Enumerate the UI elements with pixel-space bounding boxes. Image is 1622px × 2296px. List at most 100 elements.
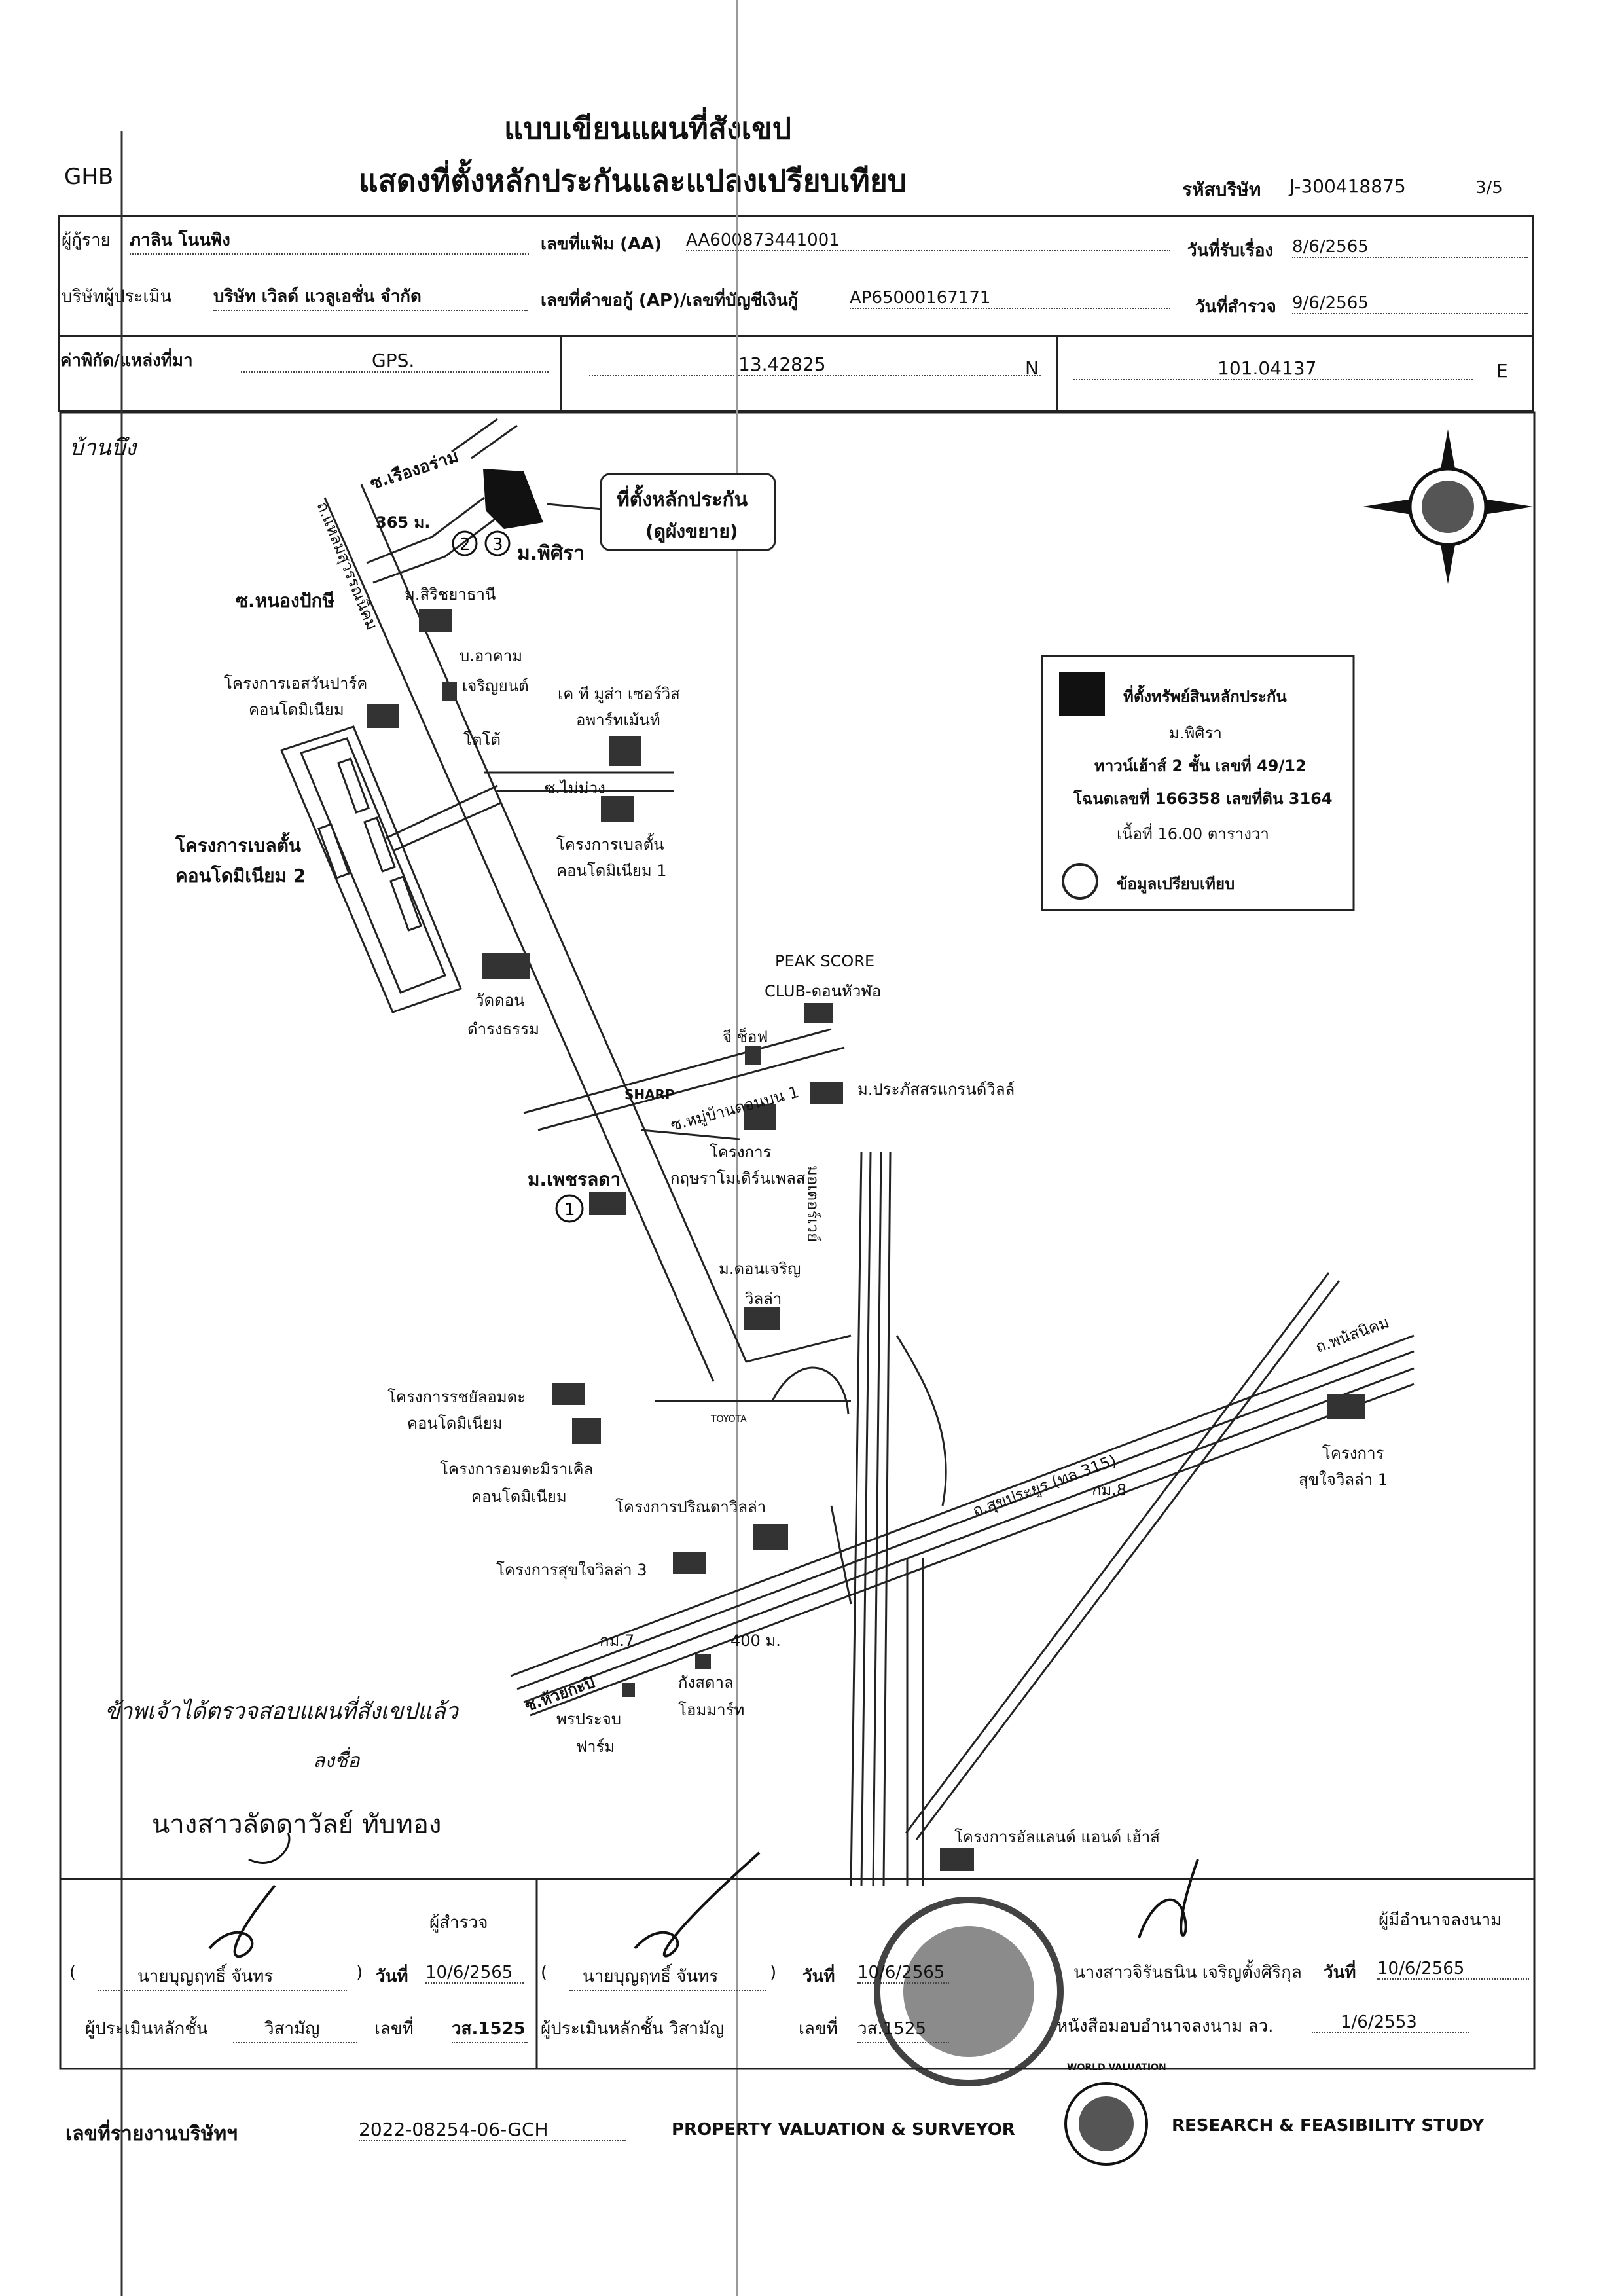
km7-label: กม.7 [600,1631,635,1650]
rachayam-line2: คอนโดมิเนียม [407,1414,503,1432]
paren-close-1: ) [356,1963,363,1982]
prapat-label: ม.ประภัสสรแกรนด์วิลล์ [857,1080,1015,1099]
legend-line2: ทาวน์เฮ้าส์ 2 ชั้น เลขที่ 49/12 [1094,757,1307,775]
reviewer-no-label: เลขที่ [799,2019,838,2039]
surveyor-label: ผู้สำรวจ [429,1913,488,1933]
collateral-plot [483,469,543,529]
company-code: J-300418875 [1289,175,1406,197]
handwritten-note-line2: ลงชื่อ [313,1749,360,1772]
collateral-callout-line1: ที่ตั้งหลักประกัน [617,488,748,511]
peak-line1: PEAK SCORE [775,952,875,970]
logo-text: WORLD VALUATION [1067,2062,1166,2073]
diagonal-highway [510,1334,1415,1717]
peak-line2: CLUB-ดอนหัวฬ่อ [765,982,882,1000]
tagline-right: RESEARCH & FEASIBILITY STUDY [1172,2116,1485,2136]
authorization-date: 1/6/2553 [1312,2013,1469,2033]
comp-1-label: 1 [564,1200,575,1220]
landmark-icons [367,609,1365,1871]
longitude: 101.04137 [1073,357,1473,380]
info-col-divider-1 [560,335,562,412]
compass-icon [1363,429,1533,584]
krit-line2: กฤษราโมเดิร์นเพลส [670,1169,806,1188]
soi-nong-label: ซ.หนองปักษี [236,590,334,611]
authorized-date: 10/6/2565 [1377,1959,1529,1980]
sukjai1-line2: สุขใจวิลล่า 1 [1299,1470,1388,1489]
belton-compound [279,725,462,1013]
report-no-label: เลขที่รายงานบริษัทฯ [65,2123,238,2145]
appraiser-company: บริษัท เวิลด์ แวลูเอชั่น จำกัด [213,283,528,311]
interchange [746,1334,947,1605]
es-park-line1: โครงการเอสวันปาร์ค [224,674,368,693]
appraiser-no: วส.1525 [452,2015,528,2043]
distance-365-label: 365 ม. [376,513,431,532]
signature-sign-mark [248,1832,291,1864]
main-road [323,484,748,1382]
sirichai-label: ม.สิริชยาธานี [405,585,496,604]
signed-name: นางสาวลัดดาวัลย์ ทับทอง [152,1810,442,1840]
coord-label: ค่าพิกัด/แหล่งที่มา [60,351,193,371]
wat-line2: ดำรงธรรม [467,1020,539,1038]
motorway [850,1152,924,1886]
paren-close-2: ) [770,1963,777,1982]
belton1-line1: โครงการเบลตั้น [556,835,664,854]
appraiser-role-label: ผู้ประเมินหลักชั้น [85,2019,208,2039]
tagline-left: PROPERTY VALUATION & SURVEYOR [672,2120,1015,2140]
authorization-label: หนังสือมอบอำนาจลงนาม ลว. [1056,2016,1274,2036]
signature-surveyor [208,1884,276,1958]
dornchern-line2: วิลล่า [745,1290,782,1308]
dornchern-line1: ม.ดอนเจริญ [719,1260,801,1278]
applicant-label: ผู้กู้ราย [62,230,111,250]
soi-roads [386,771,851,1402]
comp-2-label: 2 [460,535,471,555]
kangsadan-line2: โฮมมาร์ท [678,1701,745,1719]
handwritten-note-line1: ข้าพเจ้าได้ตรวจสอบแผนที่สังเขปแล้ว [105,1698,458,1724]
top-roads [366,418,518,584]
collateral-callout-box [600,473,776,551]
longitude-dir: E [1496,360,1508,382]
km8-label: กม.8 [1092,1481,1127,1499]
es-park-line2: คอนโดมิเนียม [249,701,344,719]
info-divider [58,335,1534,337]
phutsorn-label: ม.เพชรลดา [528,1169,621,1190]
title-line-1: แบบเขียนแผนที่สังเขป [504,111,791,146]
moo-pisira-label: ม.พิศิรา [517,542,585,565]
toto-label: โตโต้ [463,731,501,749]
legend-collateral-swatch [1059,672,1105,716]
rachayam-line1: โครงการรชยัลอมดะ [387,1388,526,1406]
appraiser-no-label: เลขที่ [374,2019,414,2039]
applicant-name: ภาลิน โนนพิง [130,227,529,255]
world-valuation-logo [1064,2082,1148,2166]
pornprachup-line1: พรประจบ [556,1710,622,1728]
charoenyont-label: เจริญยนต์ [462,677,529,695]
gshop-label: จี ช็อฟ [723,1028,768,1046]
reviewer-name: นายบุญฤทธิ์ จันทร [569,1963,766,1991]
prin-label: โครงการปริณดาวิลล่า [615,1498,766,1516]
request-no: AP65000167171 [850,288,1170,309]
paren-open-1: ( [69,1963,77,1982]
company-code-label: รหัสบริษัท [1182,179,1261,200]
ghb-code: GHB [64,164,114,190]
railway [905,1272,1341,1840]
report-no: 2022-08254-06-GCH [359,2119,626,2141]
legend-compare-swatch [1062,863,1098,900]
sukjai1-line1: โครงการ [1322,1444,1384,1463]
handwritten-top-note: บ้านบึง [69,435,137,461]
belton2-line1: โครงการเบลตั้น [175,835,302,856]
comparable-markers [452,530,584,1223]
belton2-line2: คอนโดมิเนียม 2 [175,865,306,886]
signature-table [59,1878,1536,2070]
distance-400-label: 400 ม. [730,1631,781,1650]
page-number: 3/5 [1475,178,1503,198]
soi-maimai-label: ซ.ไม่ม่วง [545,779,605,797]
inspect-label: วันที่สำรวจ [1195,297,1276,317]
motorway-label: มอเตอร์เวย์ [804,1165,822,1243]
pornprachup-line2: ฟาร์ม [576,1738,615,1756]
authorized-label: ผู้มีอำนาจลงนาม [1379,1910,1502,1930]
surveyor-date: 10/6/2565 [425,1963,524,1984]
belton1-line2: คอนโดมิเนียม 1 [556,862,667,880]
surveyor-name: นายบุญฤทธิ์ จันทร [98,1963,347,1991]
latitude: 13.42825 [589,354,1041,376]
coord-source: GPS. [241,350,549,373]
comp-3-label: 3 [492,535,503,555]
